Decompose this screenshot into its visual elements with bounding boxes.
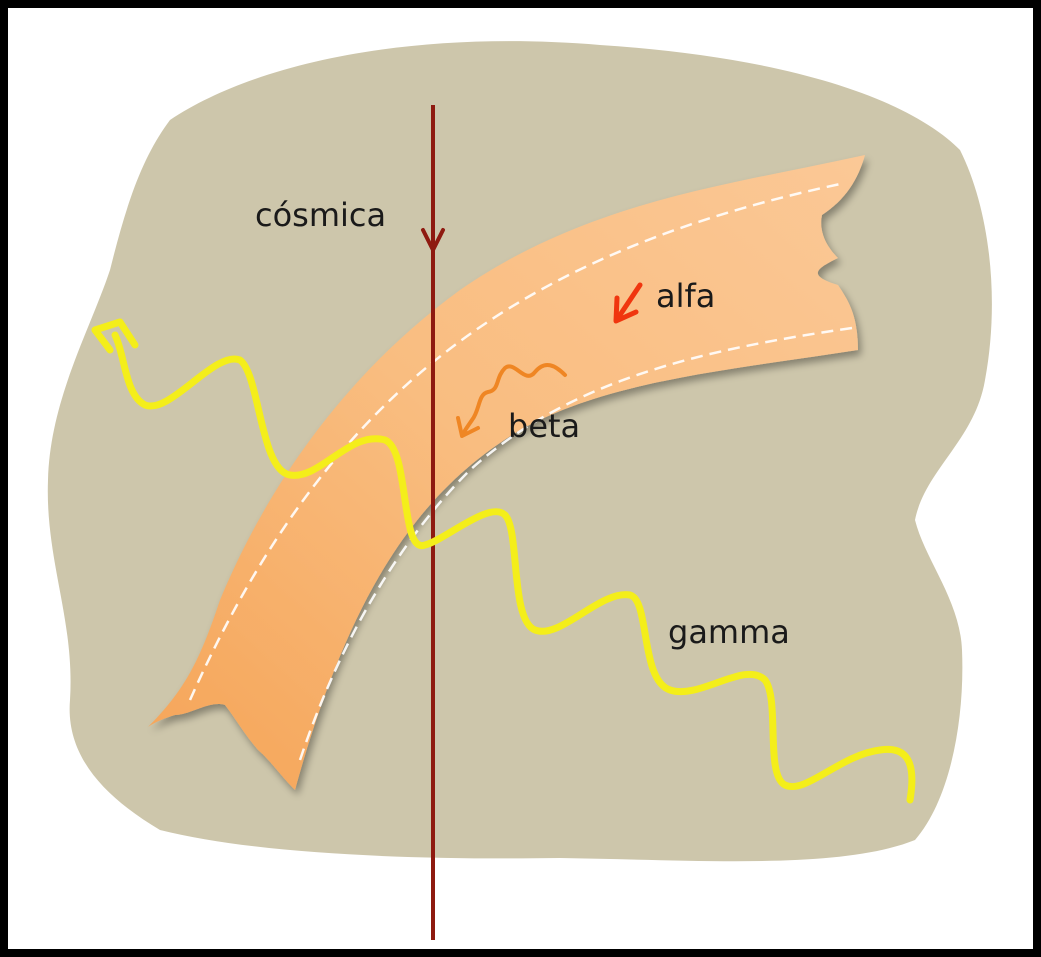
label-beta: beta xyxy=(508,407,580,445)
label-alpha: alfa xyxy=(656,277,715,315)
label-gamma: gamma xyxy=(668,613,790,651)
label-cosmic: cósmica xyxy=(255,196,386,234)
